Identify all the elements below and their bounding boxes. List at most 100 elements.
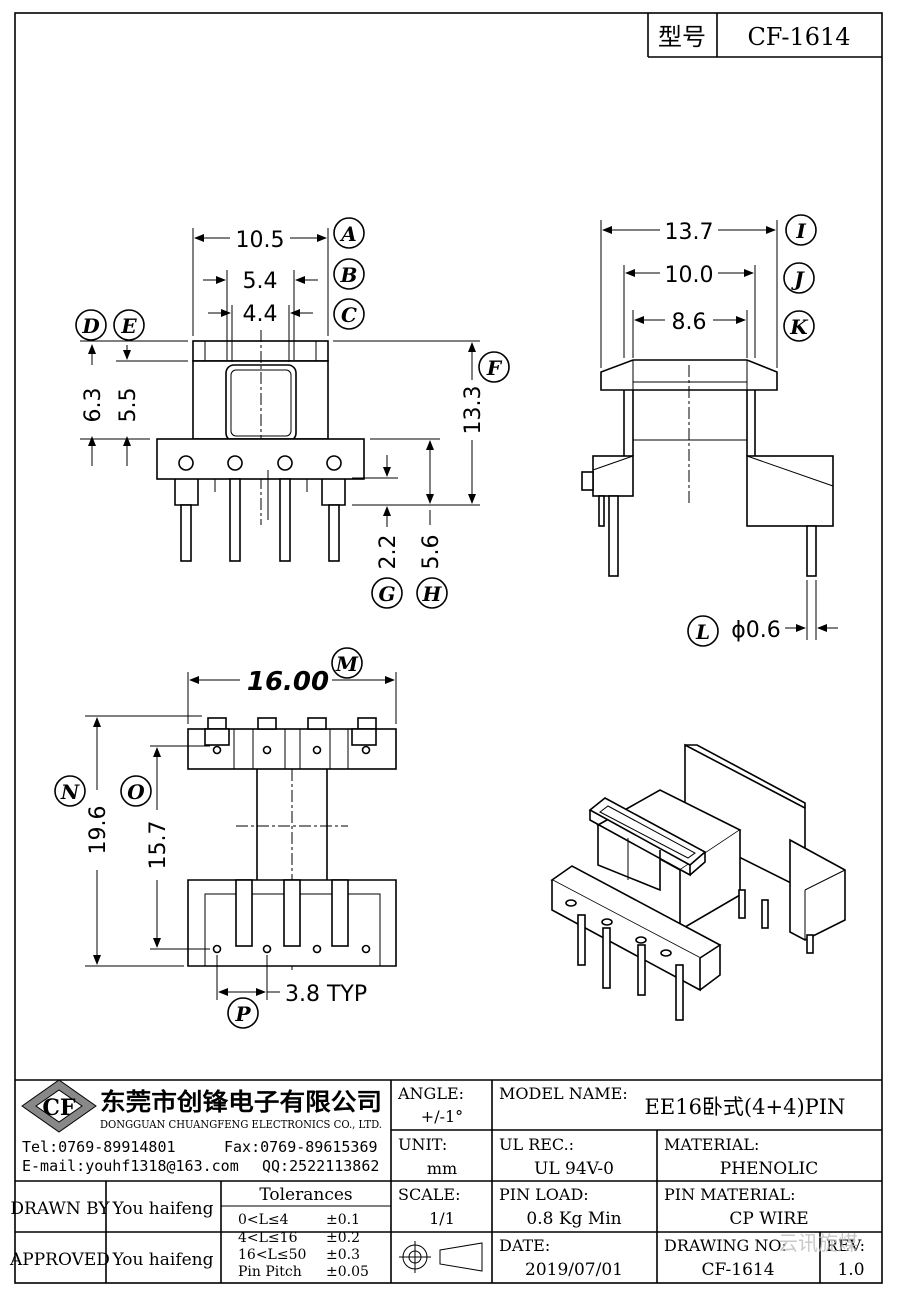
svg-text:O: O (127, 780, 145, 804)
drawing-no-label: DRAWING NO: (664, 1236, 787, 1255)
model-box: 型号 CF-1614 (647, 13, 882, 58)
tag-f: F (478, 351, 510, 383)
dim-d: 6.3 (81, 388, 106, 423)
svg-text:D: D (81, 314, 100, 338)
model-box-value: CF-1614 (747, 23, 850, 51)
isometric-view (550, 743, 846, 1021)
svg-text:K: K (789, 315, 809, 339)
pin-material-label: PIN MATERIAL: (664, 1185, 796, 1204)
tag-j: J (783, 262, 815, 294)
tolerance-value-1: ±0.1 (326, 1212, 360, 1228)
svg-text:M: M (335, 652, 359, 676)
tolerance-range-3: 16<L≤50 (238, 1247, 306, 1263)
date-label: DATE: (499, 1236, 550, 1255)
company-name-en: DONGGUAN CHUANGFENG ELECTRONICS CO., LTD… (100, 1118, 382, 1131)
tag-b: B (333, 258, 365, 290)
tag-m: M (331, 647, 363, 679)
dim-j: 10.0 (665, 263, 714, 288)
rev-label: REV: (826, 1236, 865, 1255)
dim-b: 5.4 (243, 269, 278, 294)
tolerance-range-1: 0<L≤4 (238, 1212, 289, 1228)
dim-n: 19.6 (86, 806, 111, 855)
company-tel: Tel:0769-89914801 (22, 1138, 176, 1156)
front-view: 10.5 5.4 4.4 6.3 5.5 13.3 2.2 5.6 A B C … (75, 217, 510, 609)
pin-load-value: 0.8 Kg Min (526, 1209, 621, 1229)
dim-o: 15.7 (146, 821, 171, 870)
ul-label: UL REC.: (499, 1135, 574, 1154)
dim-g: 2.2 (376, 535, 401, 570)
drawn-by-label: DRAWN BY (10, 1199, 110, 1219)
svg-text:C: C (341, 303, 357, 327)
tolerance-range-4: Pin Pitch (238, 1264, 302, 1280)
tag-k: K (783, 310, 815, 342)
company-email: E-mail:youhf1318@163.com (22, 1157, 239, 1175)
tolerance-range-2: 4<L≤16 (238, 1230, 298, 1246)
tag-d: D (75, 309, 107, 341)
tag-n: N (54, 775, 86, 807)
ul-value: UL 94V-0 (534, 1159, 614, 1179)
svg-text:G: G (378, 582, 395, 606)
company-name-cn: 东莞市创锋电子有限公司 (100, 1088, 382, 1116)
tag-o: O (120, 775, 152, 807)
material-value: PHENOLIC (720, 1159, 819, 1179)
unit-label: UNIT: (398, 1135, 447, 1154)
model-name-value: EE16卧式(4+4)PIN (645, 1095, 846, 1119)
dim-l: ϕ0.6 (731, 618, 781, 643)
title-block: CF 东莞市创锋电子有限公司 DONGGUAN CHUANGFENG ELECT… (9, 1079, 882, 1283)
scale-value: 1/1 (429, 1209, 455, 1228)
tolerances-title: Tolerances (259, 1185, 352, 1205)
approved-label: APPROVED (9, 1250, 110, 1270)
approved-value: You haifeng (111, 1250, 213, 1270)
dim-h: 5.6 (419, 535, 444, 570)
watermark-text: 云讯旋煤 (778, 1231, 858, 1255)
tolerance-value-2: ±0.2 (326, 1230, 360, 1246)
angle-value: +/-1° (421, 1107, 463, 1126)
svg-text:F: F (486, 356, 503, 380)
tag-a: A (333, 217, 365, 249)
dim-e: 5.5 (116, 388, 141, 423)
tag-c: C (333, 298, 365, 330)
svg-text:E: E (120, 314, 137, 338)
rev-value: 1.0 (837, 1260, 864, 1280)
pin-material-value: CP WIRE (729, 1209, 808, 1229)
tag-p: P (227, 997, 259, 1029)
company-qq: QQ:2522113862 (262, 1157, 379, 1175)
dim-a: 10.5 (236, 228, 285, 253)
drawing-no-value: CF-1614 (701, 1260, 774, 1280)
tag-e: E (113, 309, 145, 341)
side-view: 13.7 10.0 8.6 ϕ0.6 I J K L (581, 214, 838, 647)
svg-text:H: H (422, 582, 443, 606)
date-value: 2019/07/01 (525, 1260, 623, 1280)
svg-text:CF: CF (42, 1095, 76, 1121)
material-label: MATERIAL: (664, 1135, 759, 1154)
tolerance-value-3: ±0.3 (326, 1247, 360, 1263)
company-logo: CF (21, 1079, 97, 1133)
dim-p: 3.8 TYP (285, 982, 367, 1007)
projection-symbol (399, 1241, 483, 1273)
angle-label: ANGLE: (397, 1084, 464, 1103)
dim-f: 13.3 (461, 386, 486, 435)
model-box-label: 型号 (658, 23, 706, 51)
bottom-view: 16.00 19.6 15.7 3.8 TYP M N O P (54, 647, 397, 1029)
dim-c: 4.4 (243, 302, 278, 327)
svg-text:I: I (795, 219, 806, 243)
svg-text:P: P (234, 1002, 251, 1026)
svg-text:N: N (60, 780, 80, 804)
dim-k: 8.6 (672, 310, 707, 335)
model-name-label: MODEL NAME: (499, 1084, 628, 1103)
company-fax: Fax:0769-89615369 (224, 1138, 378, 1156)
tag-g: G (371, 577, 403, 609)
tolerance-value-4: ±0.05 (326, 1264, 369, 1280)
svg-text:A: A (339, 222, 357, 246)
dim-m: 16.00 (247, 667, 329, 697)
dim-i: 13.7 (665, 220, 714, 245)
tag-l: L (687, 615, 719, 647)
sheet-border (14, 12, 883, 1284)
scale-label: SCALE: (398, 1185, 460, 1204)
svg-text:B: B (340, 263, 358, 287)
svg-text:L: L (695, 620, 710, 644)
unit-value: mm (427, 1159, 457, 1178)
svg-text:J: J (790, 267, 805, 291)
drawn-by-value: You haifeng (111, 1199, 213, 1219)
